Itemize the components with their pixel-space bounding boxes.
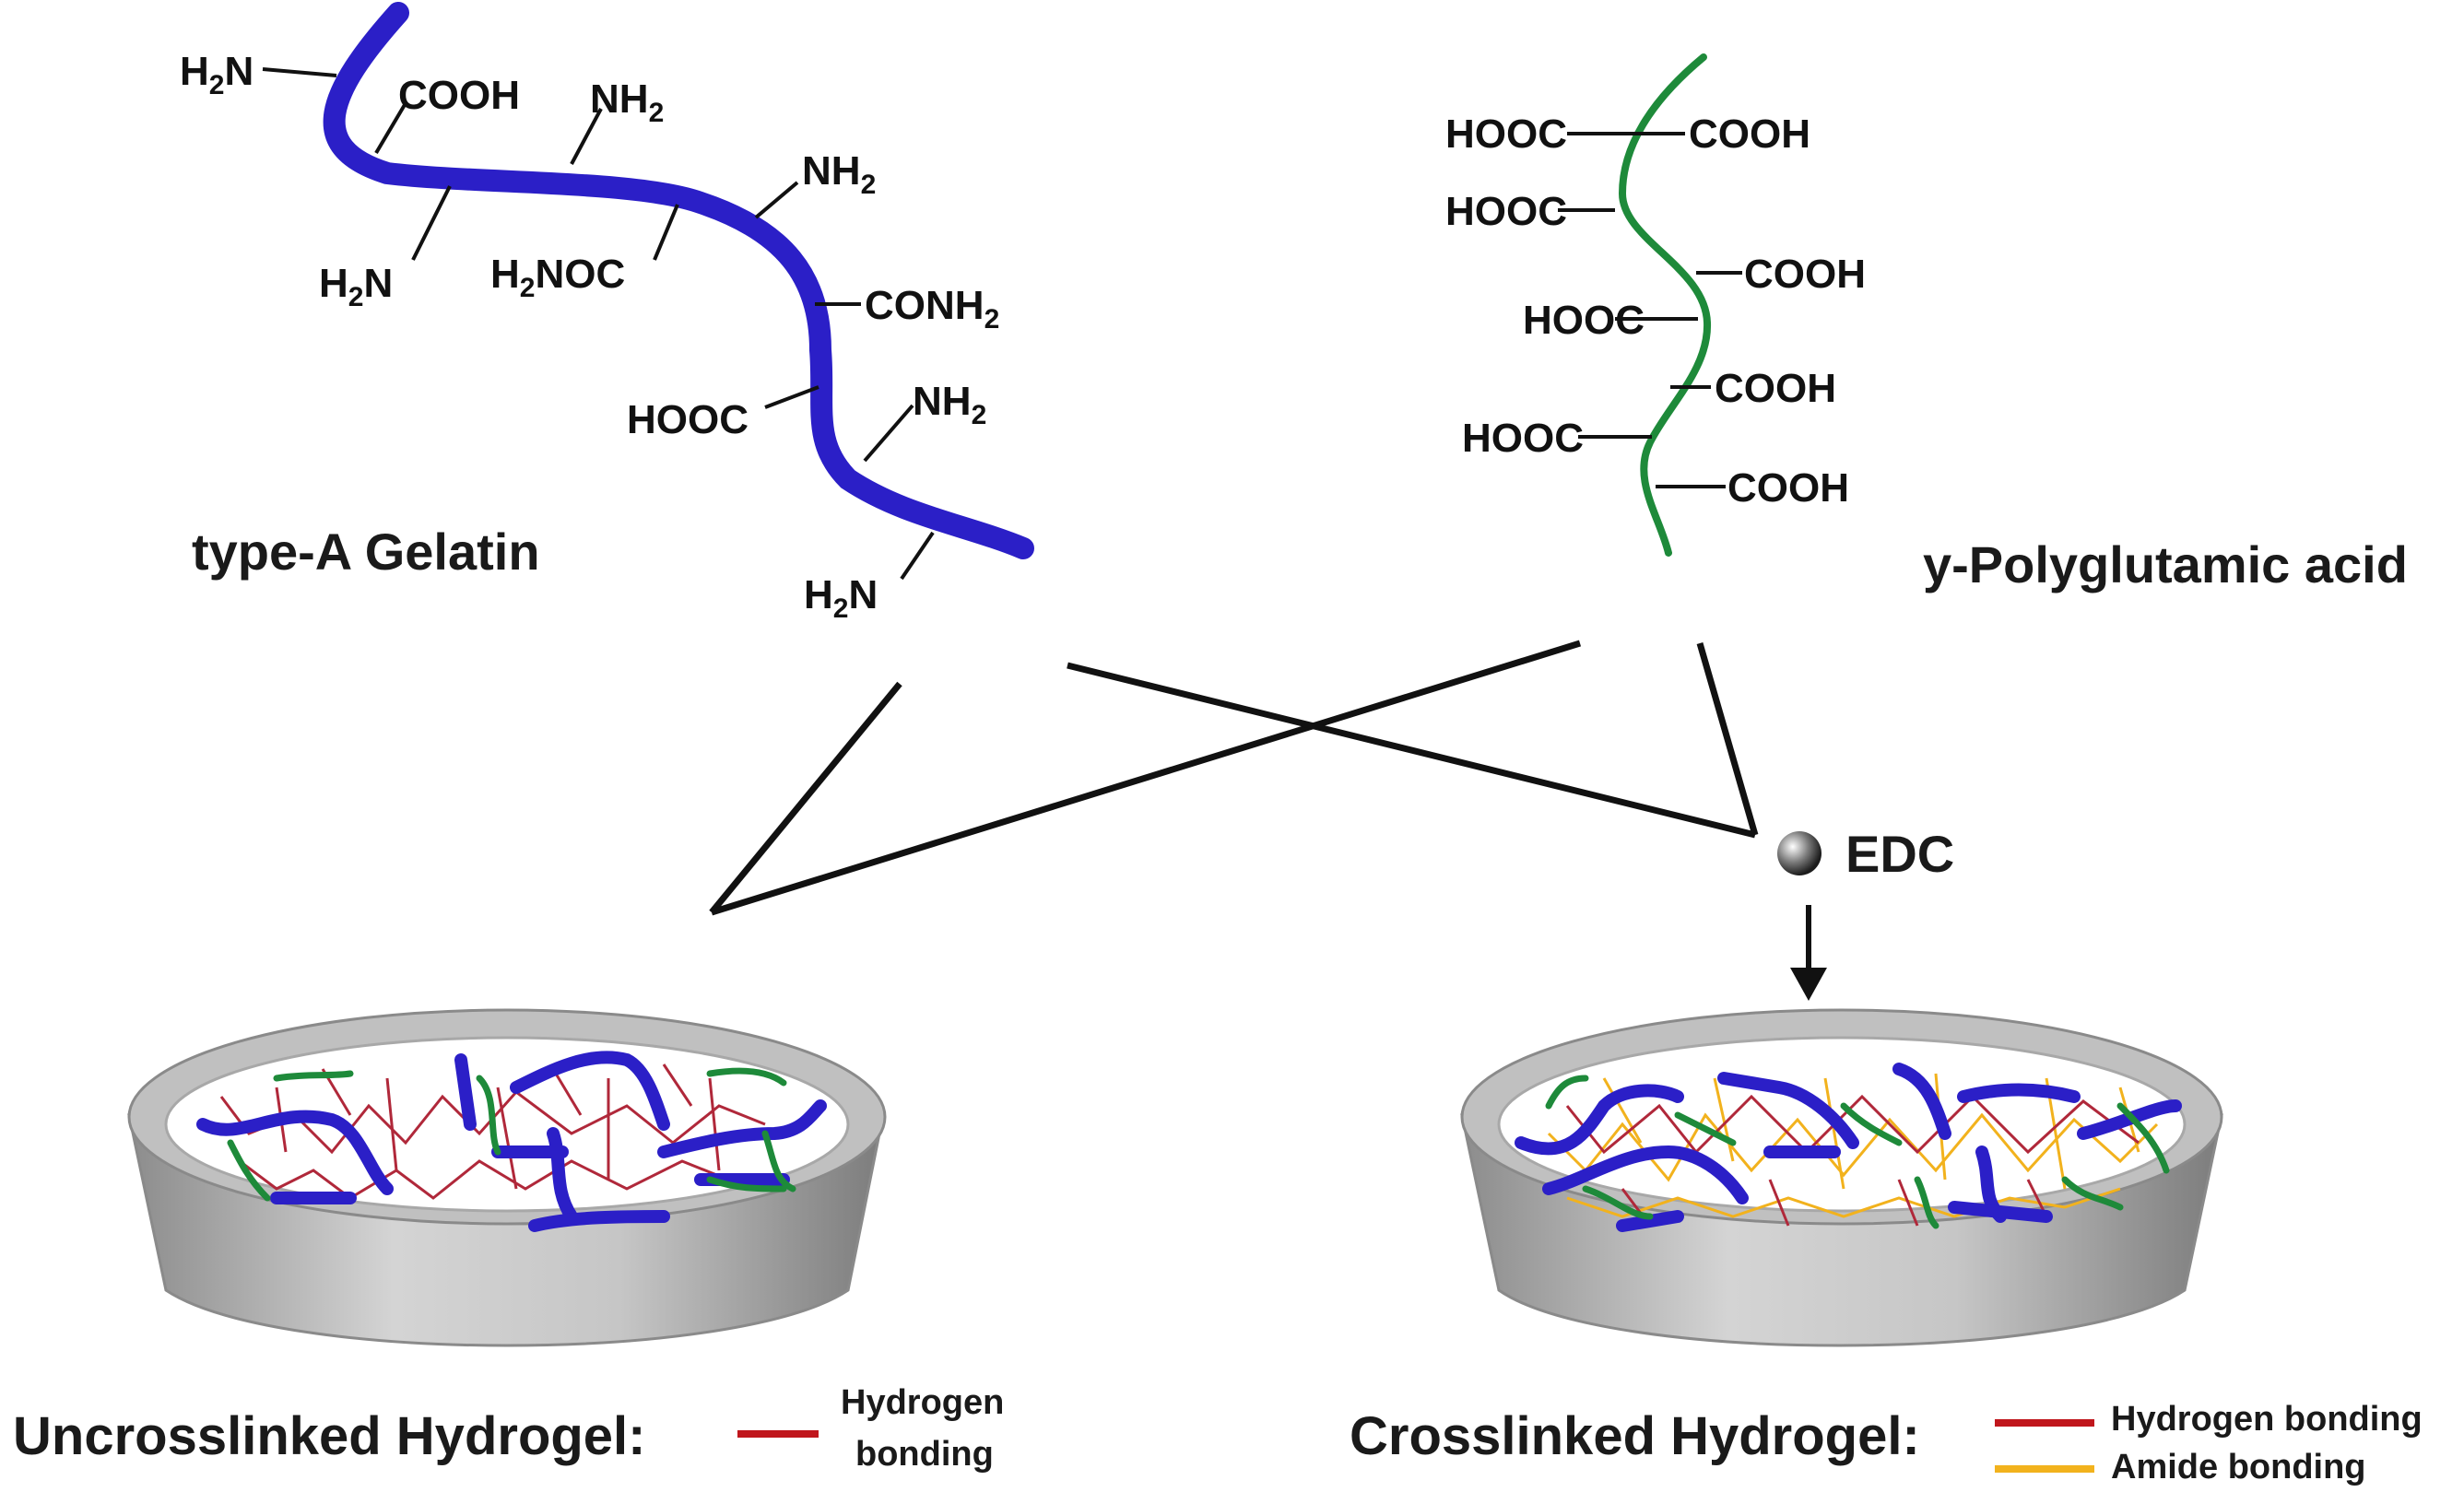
crosslinked-caption: Crosslinked Hydrogel:	[1350, 1406, 1920, 1466]
pga-group-cooh-4: COOH	[1727, 465, 1849, 511]
uncrosslinked-legend-line1: Hydrogen	[841, 1383, 1004, 1422]
gelatin-group-nh2-1: NH2	[590, 76, 664, 128]
pga-group-hooc-4: HOOC	[1462, 416, 1584, 461]
gelatin-group-nh2-3: NH2	[913, 379, 986, 430]
gelatin-group-cooh-1: COOH	[398, 73, 520, 118]
down-arrow-icon	[1790, 905, 1827, 1001]
pga-group-cooh-1: COOH	[1689, 112, 1810, 157]
crosslinked-dish	[1460, 1008, 2223, 1347]
gelatin-group-nh2-2: NH2	[802, 148, 876, 200]
gelatin-group-hooc: HOOC	[627, 397, 749, 442]
edc-ball-icon	[1777, 831, 1821, 875]
pga-backbone	[1618, 53, 1712, 557]
pga-group-cooh-3: COOH	[1715, 366, 1836, 411]
gelatin-label: type-A Gelatin	[192, 523, 540, 581]
pga-group-cooh-2: COOH	[1744, 252, 1866, 297]
crosslinked-legend-amide: Amide bonding	[2111, 1448, 2366, 1486]
crosslinked-legend-hydrogen: Hydrogen bonding	[2111, 1400, 2423, 1439]
pga-group-hooc-3: HOOC	[1523, 298, 1645, 343]
pga-group-hooc-2: HOOC	[1445, 189, 1567, 234]
pga-group-hooc-1: HOOC	[1445, 112, 1567, 157]
gelatin-backbone	[323, 2, 1034, 559]
uncrosslinked-dish	[127, 1008, 887, 1347]
gelatin-group-conh2: CONH2	[865, 283, 999, 335]
gelatin-group-h2n-2: H2N	[319, 261, 393, 312]
uncrosslinked-caption: Uncrosslinked Hydrogel:	[13, 1406, 645, 1466]
gelatin-group-h2n-3: H2N	[804, 572, 878, 624]
pga-molecule: HOOC COOH HOOC COOH HOOC COOH HOOC COOH	[1445, 53, 1866, 557]
gelatin-group-h2n-1: H2N	[180, 49, 253, 100]
pga-label: y-Polyglutamic acid	[1923, 535, 2408, 593]
mixing-lines	[709, 640, 1759, 916]
gelatin-molecule: H2N COOH NH2 NH2 H2N H2NOC CONH2 HOOC NH…	[180, 2, 1034, 624]
uncrosslinked-legend-line2: bonding	[855, 1435, 994, 1474]
edc-label: EDC	[1845, 825, 1954, 883]
gelatin-group-h2noc: H2NOC	[490, 252, 625, 303]
